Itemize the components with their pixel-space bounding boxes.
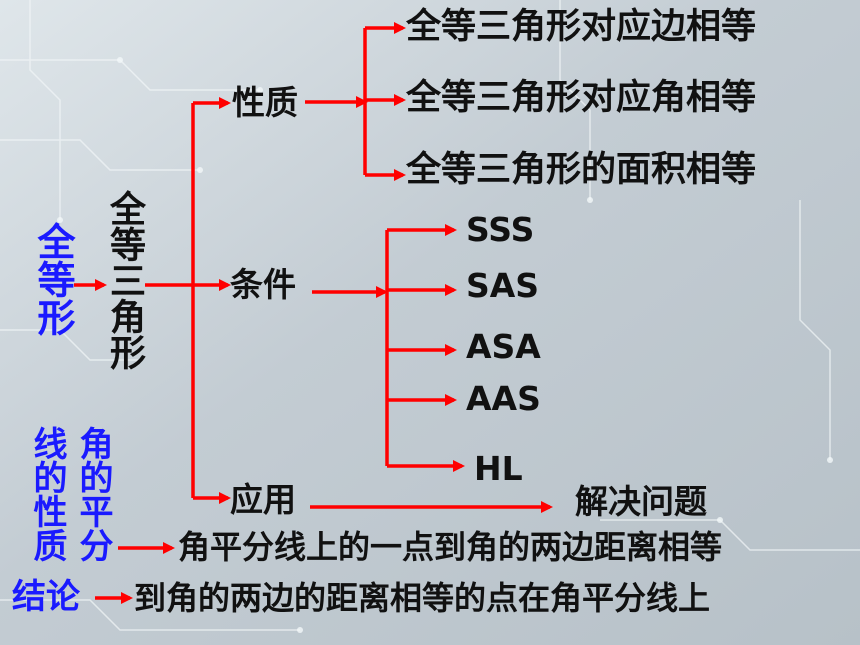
condition-item-asa: ASA: [466, 327, 541, 366]
properties-label: 性质: [232, 83, 298, 122]
application-target: 解决问题: [575, 482, 707, 521]
property-item: 全等三角形的面积相等: [406, 150, 757, 190]
conditions-label: 条件: [230, 265, 296, 304]
bisector-title-left: 线的性质: [27, 426, 67, 562]
bisector-statement: 角平分线上的一点到角的两边距离相等: [178, 528, 723, 566]
application-label: 应用: [230, 480, 296, 519]
condition-item-aas: AAS: [466, 379, 541, 418]
condition-item-hl: HL: [474, 449, 523, 488]
root-label: 全等形: [31, 222, 75, 336]
bisector-statement: 到角的两边的距离相等的点在角平分线上: [134, 579, 711, 617]
property-item: 全等三角形对应边相等: [406, 7, 757, 47]
property-item: 全等三角形对应角相等: [406, 78, 757, 118]
conclusion-label: 结论: [12, 577, 80, 617]
condition-item-sas: SAS: [466, 266, 540, 305]
bisector-title-right: 角的平分: [73, 426, 113, 562]
triangle-label: 全等三角形: [104, 190, 145, 370]
condition-item-sss: SSS: [466, 210, 535, 249]
